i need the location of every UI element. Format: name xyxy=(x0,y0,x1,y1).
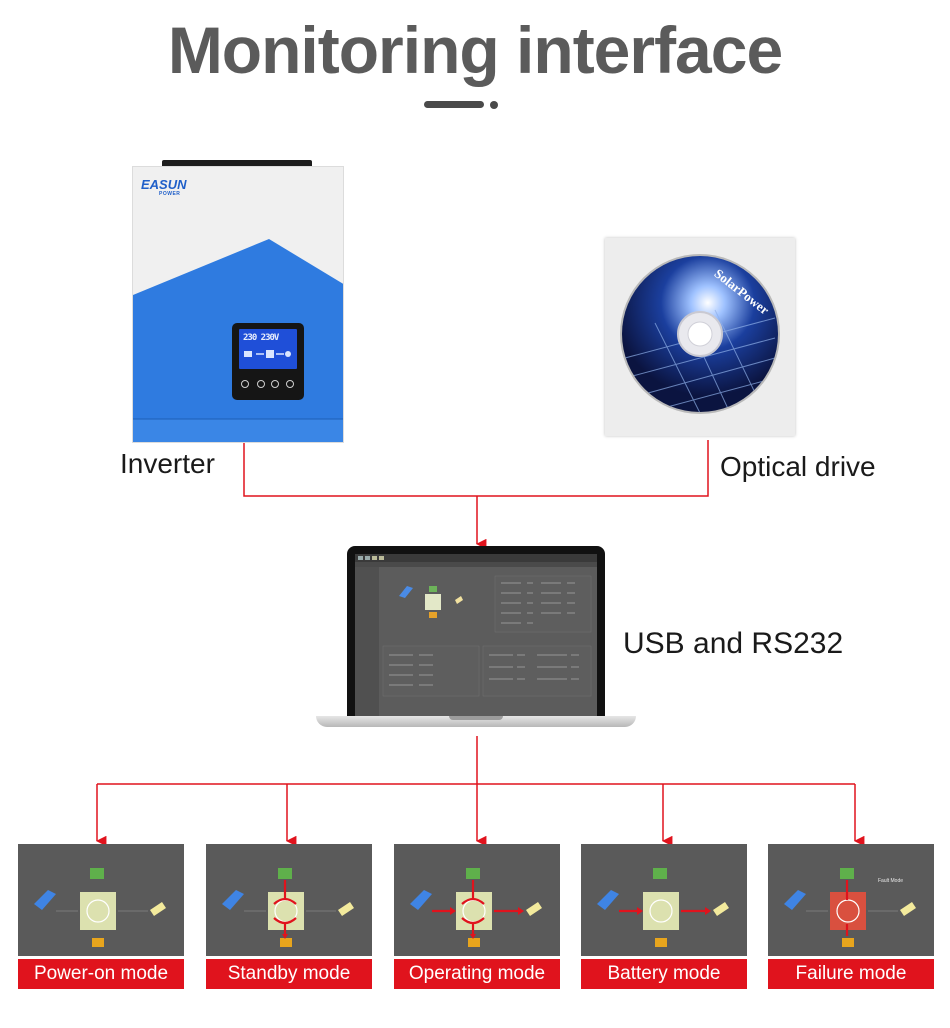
optical-drive-label: Optical drive xyxy=(720,451,876,482)
mode-label: Power-on mode xyxy=(18,959,184,989)
mode-label: Battery mode xyxy=(581,959,747,989)
inverter-body: EASUN POWER 230 230V xyxy=(132,166,344,443)
lcd-button xyxy=(286,380,294,388)
mode-diagram xyxy=(394,844,560,956)
monitoring-software-screenshot xyxy=(355,554,597,716)
lcd-button xyxy=(257,380,265,388)
mode-card-battery: Battery mode xyxy=(581,844,747,990)
laptop-lid xyxy=(347,546,605,718)
mode-diagram xyxy=(581,844,747,956)
lcd-button xyxy=(271,380,279,388)
lcd-button xyxy=(241,380,249,388)
mode-card-standby: Standby mode xyxy=(206,844,372,990)
page-title: Monitoring interface xyxy=(167,13,783,87)
mode-diagram xyxy=(18,844,184,956)
inverter-brand-sub: POWER xyxy=(159,191,181,197)
mode-card-power-on: Power-on mode xyxy=(18,844,184,990)
optical-disc-image: SolarPower xyxy=(605,238,795,436)
inverter-brand: EASUN xyxy=(141,177,187,192)
laptop-notch xyxy=(449,716,503,720)
laptop-image xyxy=(316,546,636,732)
fault-mode-note: Fault Mode xyxy=(878,878,904,884)
mode-label: Operating mode xyxy=(394,959,560,989)
mode-diagram: Fault Mode xyxy=(768,844,934,956)
mode-diagram xyxy=(206,844,372,956)
mode-label: Standby mode xyxy=(206,959,372,989)
lcd-reading: 230 230V xyxy=(243,333,279,343)
inverter-lcd-panel: 230 230V xyxy=(232,323,304,400)
mode-label: Failure mode xyxy=(768,959,934,989)
mode-card-operating: Operating mode xyxy=(394,844,560,990)
usb-rs232-label: USB and RS232 xyxy=(623,627,844,660)
laptop-base xyxy=(316,716,636,727)
title-underline-decoration xyxy=(424,101,498,109)
inverter-image: EASUN POWER 230 230V xyxy=(132,160,344,443)
inverter-lcd-screen: 230 230V xyxy=(239,329,297,369)
mode-card-failure: Fault Mode Failure mode xyxy=(768,844,934,990)
inverter-handle xyxy=(162,160,312,168)
inverter-label: Inverter xyxy=(120,448,215,479)
